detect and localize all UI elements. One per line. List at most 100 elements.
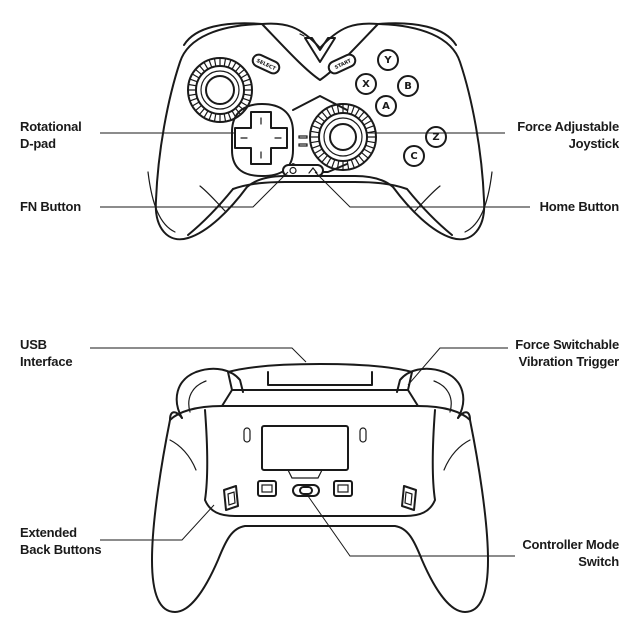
start-button[interactable]: START	[327, 53, 357, 76]
leader-controller-mode-switch	[307, 495, 515, 557]
leader-vibration-trigger	[407, 347, 508, 386]
screw-icon	[243, 427, 367, 443]
label-vibration-trigger: Force Switchable Vibration Trigger	[515, 337, 619, 369]
stick-ridge	[227, 60, 232, 69]
stick-ridge	[241, 97, 250, 102]
right-joystick-ridges	[310, 104, 376, 170]
stick-ridge	[363, 148, 372, 154]
right-trigger[interactable]	[396, 367, 465, 419]
stick-ridge	[350, 158, 355, 168]
stick-ridge	[199, 65, 206, 73]
label-rotational-dpad: Rotational D-pad	[20, 119, 82, 151]
face-button-y[interactable]: Y	[377, 49, 399, 71]
face-button-label: Y	[383, 55, 392, 66]
stick-ridge	[354, 108, 360, 117]
stick-ridge	[240, 73, 248, 79]
stick-ridge	[214, 58, 217, 67]
fn-button[interactable]	[289, 166, 297, 175]
back-paddle-right-outer[interactable]	[401, 485, 417, 511]
select-button[interactable]: SELECT	[251, 53, 281, 76]
stick-ridge	[331, 158, 336, 168]
right-grip-line	[443, 439, 471, 471]
leader-usb-interface	[90, 347, 307, 363]
mode-switch-slider[interactable]	[299, 486, 313, 495]
paddle-inner	[227, 491, 236, 506]
lower-bezel-right	[232, 181, 453, 236]
stick-ridge	[312, 144, 322, 149]
center-bezel-top	[292, 95, 348, 111]
stick-ridge	[321, 111, 329, 120]
front-body-outline	[154, 22, 486, 241]
left-trigger-contour	[188, 380, 207, 413]
face-button-label: Z	[432, 132, 439, 143]
stick-ridge	[350, 106, 355, 116]
back-button-right[interactable]	[333, 480, 353, 497]
right-joystick[interactable]	[309, 103, 377, 171]
left-grip-line	[169, 439, 197, 471]
face-button-z[interactable]: Z	[425, 126, 447, 148]
right-grip-contour	[413, 185, 441, 213]
face-button-label: X	[362, 79, 370, 90]
label-extended-back-buttons: Extended Back Buttons	[20, 525, 102, 557]
stick-ridge	[331, 106, 336, 116]
controller-front: SELECT START	[100, 22, 530, 241]
stick-ridge	[190, 78, 199, 83]
face-button-b[interactable]: B	[397, 75, 419, 97]
top-rail	[227, 363, 413, 391]
front-top-v-ridge	[261, 23, 379, 81]
right-bumper-top	[377, 22, 457, 46]
leader-home-button	[314, 171, 530, 208]
rail-edges	[221, 389, 419, 407]
brand-logo-icon	[304, 37, 336, 63]
stick-ridge	[188, 93, 197, 96]
stick-ridge	[321, 154, 329, 163]
controller-back	[90, 347, 515, 613]
leader-extended-back-buttons	[100, 504, 215, 541]
stick-ridge	[192, 101, 200, 107]
stick-ridge	[240, 101, 248, 107]
back-button-inner	[261, 484, 273, 493]
left-trigger[interactable]	[175, 367, 244, 419]
stick-ridge	[223, 113, 226, 122]
stick-ridge	[190, 97, 199, 102]
indicator-light	[298, 143, 308, 147]
stick-ridge	[364, 125, 374, 130]
left-trigger-foot	[169, 411, 183, 421]
stick-ridge	[234, 65, 241, 73]
stick-ridge	[241, 78, 250, 83]
face-button-c[interactable]: C	[403, 145, 425, 167]
stick-ridge	[310, 140, 320, 144]
stick-ridge	[195, 104, 203, 111]
back-body-outline	[151, 405, 489, 613]
stick-ridge	[314, 120, 323, 126]
usb-interface-slot[interactable]	[267, 371, 373, 386]
stick-ridge	[317, 115, 326, 123]
leader-fn-button	[100, 171, 289, 208]
back-button-left[interactable]	[257, 480, 277, 497]
face-buttons: Y X BA ZC	[355, 49, 447, 167]
paddle-inner	[404, 491, 413, 506]
face-button-x[interactable]: X	[355, 73, 377, 95]
face-button-a[interactable]: A	[375, 95, 397, 117]
lower-bezel-left	[187, 188, 234, 236]
stick-ridge	[346, 104, 350, 114]
stick-ridge	[237, 69, 245, 76]
stick-ridge	[227, 111, 232, 120]
controller-mode-switch[interactable]	[292, 484, 320, 497]
stick-ridge	[363, 120, 372, 126]
back-paddle-left-outer[interactable]	[223, 485, 239, 511]
stick-ridge	[336, 104, 340, 114]
stick-ridge	[231, 62, 237, 70]
home-button[interactable]	[308, 167, 318, 174]
stick-ridge	[208, 111, 213, 120]
stick-ridge	[310, 130, 320, 134]
stick-ridge	[192, 73, 200, 79]
dpad-cross[interactable]	[234, 111, 288, 165]
right-trigger-foot	[457, 411, 471, 421]
left-grip-edge	[147, 171, 176, 233]
stick-ridge	[360, 151, 369, 159]
stick-ridge	[357, 154, 365, 163]
left-joystick[interactable]	[187, 57, 253, 123]
